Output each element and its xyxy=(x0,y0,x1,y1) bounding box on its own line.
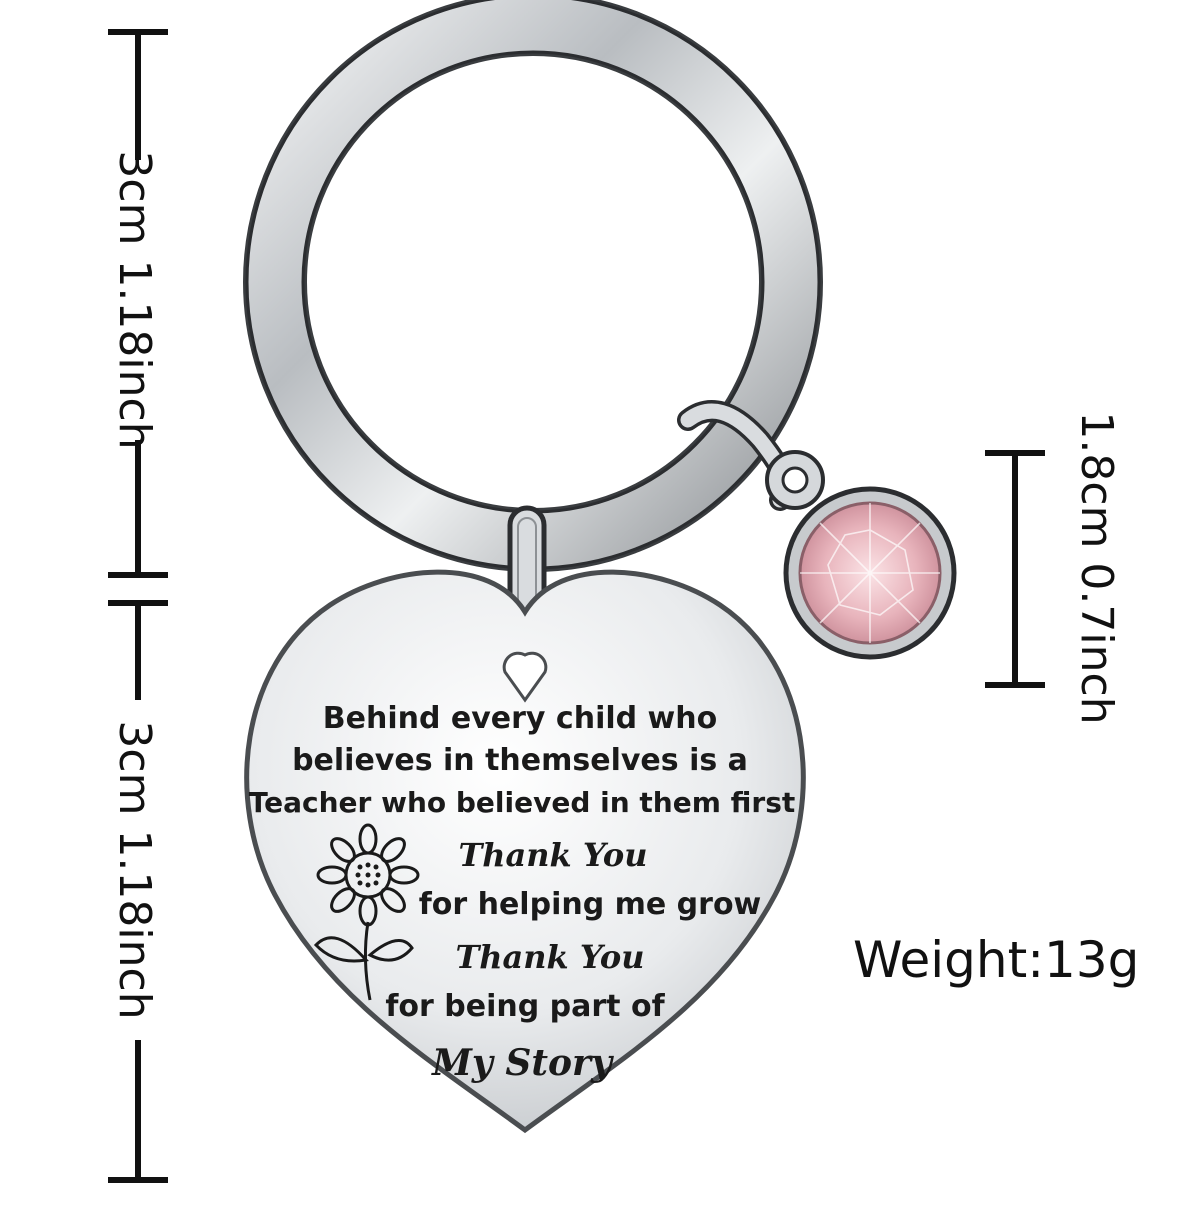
stone-dimension-bar xyxy=(985,450,1045,688)
engraving-line-3: Teacher who believed in them first xyxy=(249,786,796,819)
engraving-line-4: for helping me grow xyxy=(419,887,762,922)
heart-tag-icon xyxy=(244,569,806,1134)
ring-height-label: 3cm 1.18inch xyxy=(109,150,160,449)
sunflower-icon xyxy=(313,823,420,1001)
key-ring-icon xyxy=(243,0,823,572)
engraving: Behind every child who believes in thems… xyxy=(249,701,796,1084)
tag-dimension-bar xyxy=(108,600,168,1183)
weight-label: Weight:13g xyxy=(853,931,1140,989)
stone-height-label: 1.8cm 0.7inch xyxy=(1071,411,1122,724)
engraving-thank-you-2: Thank You xyxy=(455,938,644,976)
engraving-line-2: believes in themselves is a xyxy=(292,743,748,778)
engraving-closing: My Story xyxy=(430,1042,614,1084)
ring-dimension-bar xyxy=(108,29,168,578)
pink-birthstone-icon xyxy=(765,450,957,660)
engraving-line-5: for being part of xyxy=(385,989,665,1024)
tag-height-label: 3cm 1.18inch xyxy=(109,720,160,1019)
engraving-line-1: Behind every child who xyxy=(323,701,717,736)
engraving-thank-you-1: Thank You xyxy=(458,836,647,874)
